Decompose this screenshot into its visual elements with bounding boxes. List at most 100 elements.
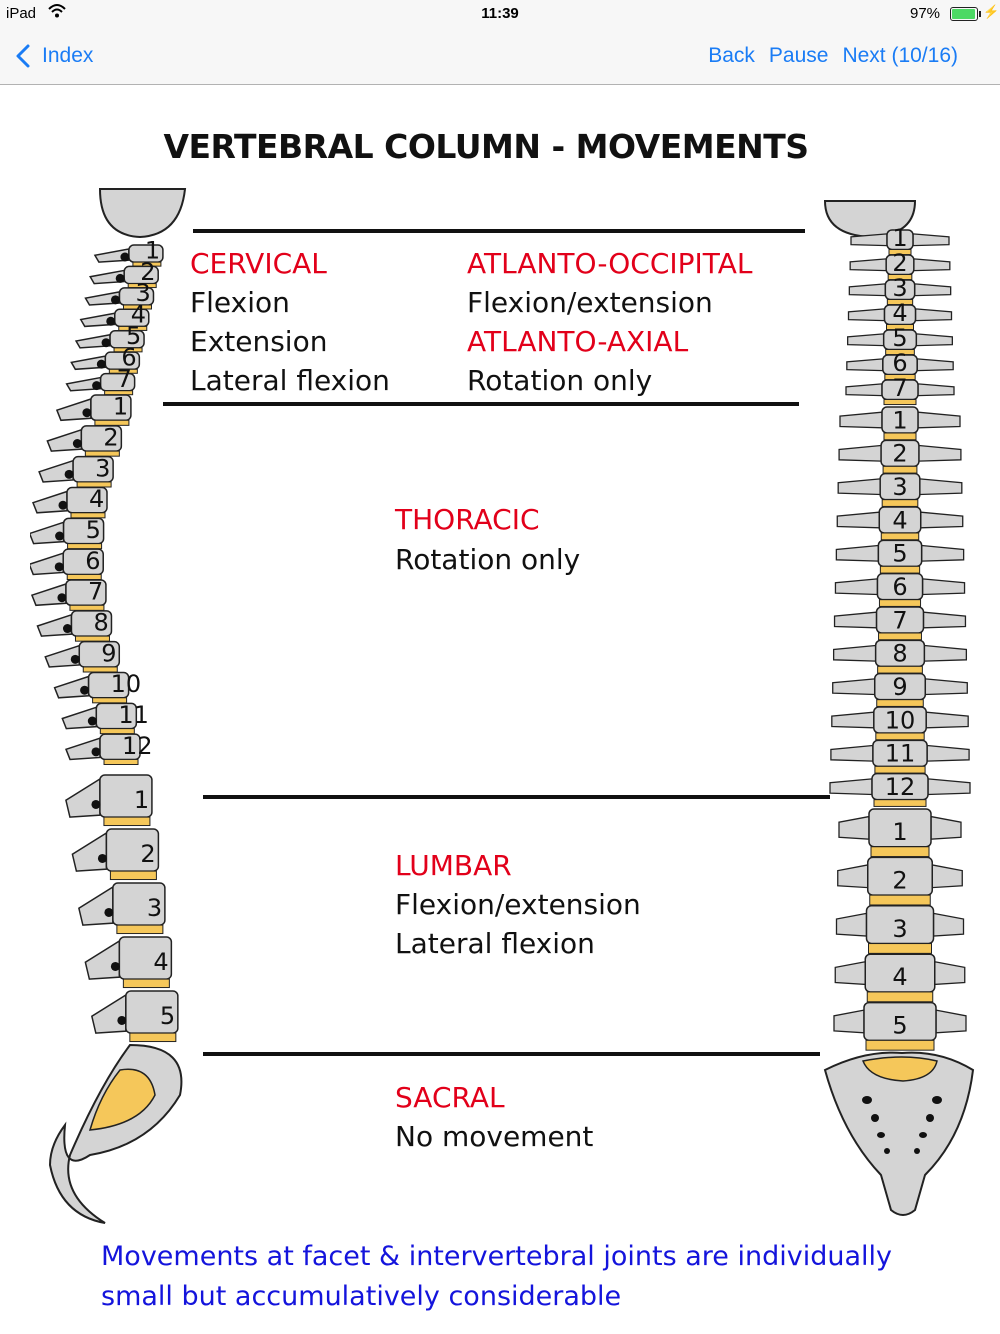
anterior-vertebra-label: 2 xyxy=(892,440,907,468)
anterior-vertebra-l5 xyxy=(833,1001,967,1051)
anterior-vertebra-label: 9 xyxy=(892,673,907,701)
anterior-vertebra-label: 12 xyxy=(885,773,916,801)
anterior-vertebra-l4 xyxy=(834,953,966,1003)
atlanto-axial-item: Rotation only xyxy=(467,364,653,397)
anterior-vertebra-l1 xyxy=(838,808,962,858)
thoracic-item: Rotation only xyxy=(395,543,581,576)
carrier-label: iPad xyxy=(6,5,37,22)
lateral-vertebra-t10 xyxy=(53,671,130,704)
lateral-vertebra-t7 xyxy=(30,579,107,611)
lateral-vertebra-label: 1 xyxy=(145,236,160,264)
lateral-vertebra-l4 xyxy=(84,936,173,989)
lateral-vertebra-label: 12 xyxy=(122,732,153,760)
anterior-vertebra-t1 xyxy=(839,406,961,441)
anterior-vertebra-label: 4 xyxy=(892,963,907,991)
lateral-vertebra-label: 10 xyxy=(111,670,142,698)
lateral-vertebra-t3 xyxy=(38,455,114,488)
anterior-vertebra-label: 10 xyxy=(885,706,916,734)
anterior-vertebra-label: 3 xyxy=(892,915,907,943)
divider-top xyxy=(193,229,805,233)
lateral-vertebra-t4 xyxy=(32,486,108,519)
lateral-vertebra-t5 xyxy=(30,517,105,550)
cervical-item-flexion: Flexion xyxy=(190,286,290,319)
cervical-heading: CERVICAL xyxy=(190,247,327,280)
anterior-vertebra-t7 xyxy=(833,606,967,641)
anterior-vertebra-label: 11 xyxy=(885,740,916,768)
lateral-vertebra-label: 11 xyxy=(118,701,149,729)
sacral-heading: SACRAL xyxy=(395,1081,505,1114)
lateral-vertebra-label: 4 xyxy=(131,301,146,329)
lateral-vertebra-label: 9 xyxy=(101,639,116,667)
lateral-vertebra-c3 xyxy=(84,287,155,310)
anterior-vertebra-label: 1 xyxy=(892,224,907,252)
lateral-vertebra-l1 xyxy=(65,774,153,827)
lateral-vertebra-label: 8 xyxy=(93,609,108,637)
lateral-vertebra-t8 xyxy=(36,610,113,642)
anterior-vertebra-label: 8 xyxy=(892,640,907,668)
lateral-vertebra-t11 xyxy=(61,702,138,735)
lateral-vertebra-label: 2 xyxy=(103,424,118,452)
next-button[interactable]: Next (10/16) xyxy=(842,44,958,67)
lateral-vertebra-c6 xyxy=(70,351,141,374)
battery-icon xyxy=(950,7,981,21)
anterior-vertebra-t10 xyxy=(831,706,969,741)
anterior-vertebra-c4 xyxy=(847,304,953,331)
lateral-vertebra-c7 xyxy=(65,372,136,396)
sacral-item: No movement xyxy=(395,1120,594,1153)
atlanto-occipital-heading: ATLANTO-OCCIPITAL xyxy=(467,247,753,280)
lateral-vertebra-label: 4 xyxy=(153,948,168,976)
anterior-vertebra-t6 xyxy=(834,572,966,607)
anterior-vertebra-t3 xyxy=(837,472,963,507)
pause-button[interactable]: Pause xyxy=(768,44,829,67)
lateral-vertebra-label: 6 xyxy=(121,344,136,372)
anterior-vertebra-t12 xyxy=(829,772,971,807)
lateral-vertebra-c5 xyxy=(74,329,145,353)
anterior-vertebra-label: 5 xyxy=(892,540,907,568)
charging-icon: ⚡ xyxy=(983,4,1000,19)
chevron-left-icon xyxy=(16,44,30,68)
divider-lumbar-bottom xyxy=(203,1052,820,1056)
lateral-vertebra-t6 xyxy=(30,548,104,581)
lateral-vertebra-label: 5 xyxy=(126,322,141,350)
clock: 11:39 xyxy=(481,5,519,22)
sacral-disc-anterior xyxy=(861,1056,938,1082)
slide-title: VERTEBRAL COLUMN - MOVEMENTS xyxy=(163,127,809,166)
anterior-vertebra-c2 xyxy=(849,254,951,281)
divider-cervical-bottom xyxy=(163,402,799,406)
lateral-vertebra-label: 5 xyxy=(160,1002,175,1030)
lateral-vertebra-label: 3 xyxy=(147,894,162,922)
anterior-vertebra-c6 xyxy=(846,354,954,381)
lateral-vertebra-label: 4 xyxy=(89,485,104,513)
lateral-vertebra-label: 2 xyxy=(140,258,155,286)
index-back-button[interactable]: Index xyxy=(10,42,93,70)
sacrum-coccyx xyxy=(48,1043,183,1224)
anterior-vertebra-label: 4 xyxy=(892,299,907,327)
lateral-vertebra-t1 xyxy=(55,394,132,426)
lateral-vertebra-label: 1 xyxy=(134,786,149,814)
anterior-vertebra-c1 xyxy=(850,229,950,256)
anterior-vertebra-label: 1 xyxy=(892,818,907,846)
lumbar-item-flexion-extension: Flexion/extension xyxy=(395,888,641,921)
anterior-vertebra-c7 xyxy=(845,379,955,406)
wifi-icon xyxy=(48,4,66,18)
atlanto-axial-heading: ATLANTO-AXIAL xyxy=(467,325,689,358)
sacral-foramina xyxy=(862,1096,942,1154)
lateral-vertebra-label: 6 xyxy=(85,547,100,575)
anterior-vertebra-c5 xyxy=(847,329,953,356)
anterior-vertebra-label: 3 xyxy=(892,473,907,501)
back-button[interactable]: Back xyxy=(708,44,755,67)
anterior-vertebra-t2 xyxy=(838,439,962,474)
anterior-vertebra-label: 2 xyxy=(892,249,907,277)
anterior-vertebra-label: 7 xyxy=(892,606,907,634)
lateral-vertebra-c1 xyxy=(93,244,164,267)
cervical-item-lateral-flexion: Lateral flexion xyxy=(190,364,390,397)
lateral-vertebra-t2 xyxy=(46,425,123,457)
anterior-vertebra-label: 3 xyxy=(892,274,907,302)
lateral-vertebra-label: 7 xyxy=(117,365,132,393)
anterior-vertebra-label: 1 xyxy=(892,406,907,434)
sacrum-disc xyxy=(88,1068,156,1131)
cervical-item-extension: Extension xyxy=(190,325,328,358)
